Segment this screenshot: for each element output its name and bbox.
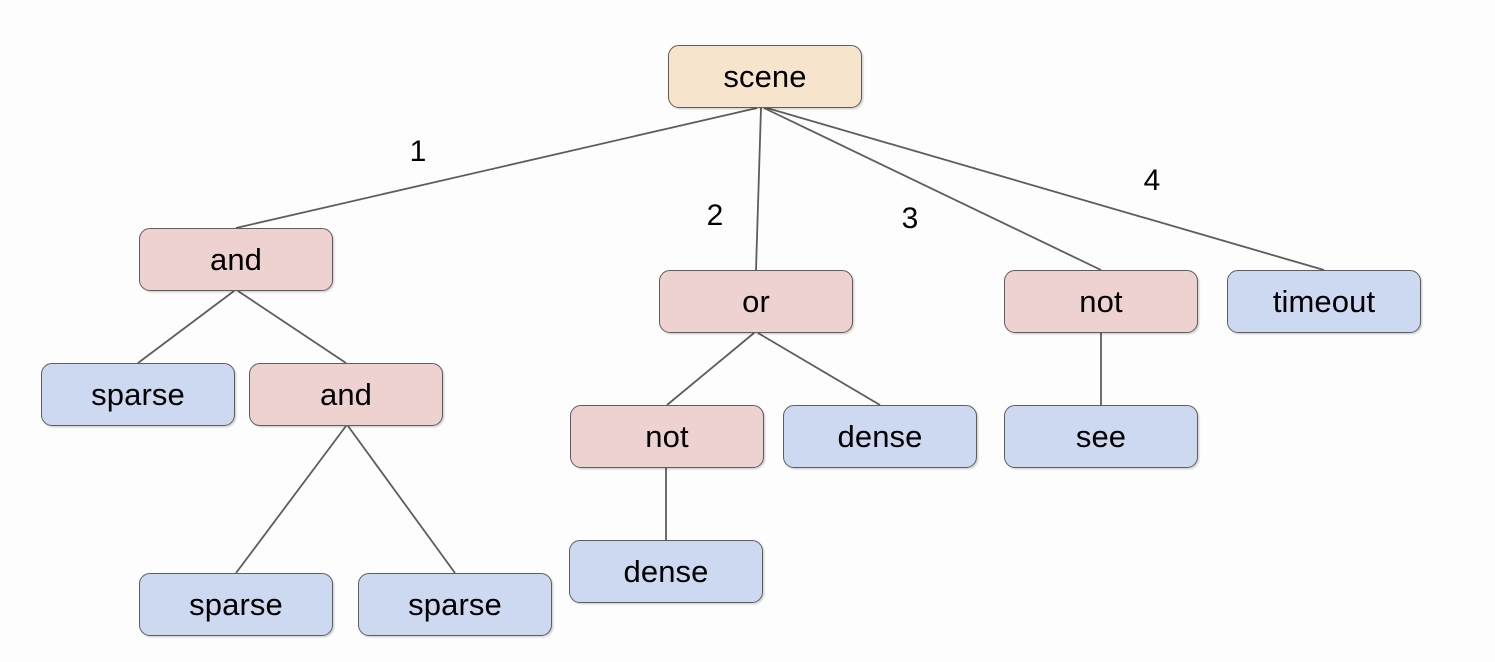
tree-edge-scene-or1 [755, 107, 762, 271]
tree-edge-scene-and1 [235, 107, 758, 229]
tree-node-scene[interactable]: scene [668, 45, 862, 108]
edge-label-1: 1 [409, 135, 427, 168]
edge-label-2: 2 [706, 199, 724, 232]
tree-node-dense2[interactable]: dense [569, 540, 763, 603]
tree-edge-and1-sparse1 [137, 290, 235, 364]
tree-node-label: not [1079, 284, 1123, 319]
tree-node-and2[interactable]: and [249, 363, 443, 426]
edge-label-3: 3 [901, 202, 919, 235]
tree-node-label: dense [837, 419, 923, 454]
tree-node-see[interactable]: see [1004, 405, 1198, 468]
tree-node-label: not [645, 419, 689, 454]
tree-node-label: sparse [189, 587, 283, 622]
tree-edge-and2-sparse2 [235, 425, 347, 574]
tree-node-label: timeout [1272, 284, 1376, 319]
tree-edge-or1-not2 [666, 332, 755, 406]
tree-node-label: scene [723, 59, 807, 94]
tree-edge-or1-dense1 [757, 332, 881, 406]
tree-node-label: see [1075, 419, 1127, 454]
tree-node-label: sparse [408, 587, 502, 622]
tree-node-not2[interactable]: not [570, 405, 764, 468]
tree-node-or1[interactable]: or [659, 270, 853, 333]
tree-node-label: dense [623, 554, 709, 589]
tree-node-label: and [209, 242, 263, 277]
tree-node-and1[interactable]: and [139, 228, 333, 291]
tree-node-not1[interactable]: not [1004, 270, 1198, 333]
tree-edge-and2-sparse3 [347, 425, 456, 574]
tree-node-label: and [319, 377, 373, 412]
tree-node-sparse1[interactable]: sparse [41, 363, 235, 426]
tree-node-timeout[interactable]: timeout [1227, 270, 1421, 333]
tree-edge-and1-and2 [237, 290, 347, 364]
tree-node-dense1[interactable]: dense [783, 405, 977, 468]
edge-label-4: 4 [1143, 164, 1161, 197]
tree-node-label: sparse [91, 377, 185, 412]
tree-node-sparse3[interactable]: sparse [358, 573, 552, 636]
tree-node-label: or [742, 284, 770, 319]
tree-node-sparse2[interactable]: sparse [139, 573, 333, 636]
tree-edge-scene-timeout [766, 107, 1325, 271]
tree-edge-scene-not1 [763, 107, 1102, 271]
